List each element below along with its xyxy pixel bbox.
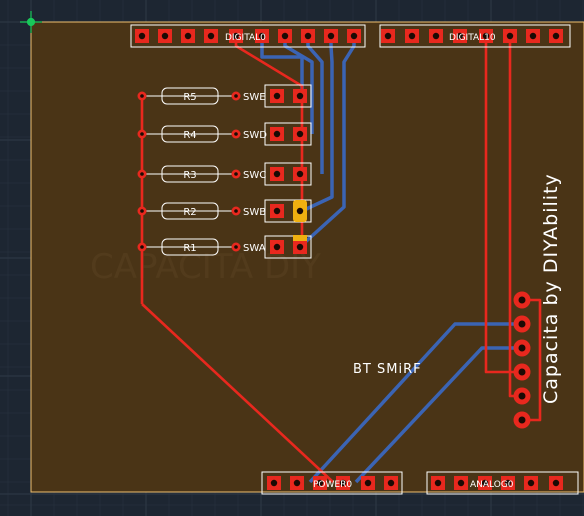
digital-right-pad[interactable] — [526, 29, 540, 43]
power-pad[interactable] — [336, 476, 350, 490]
board-outline[interactable] — [30, 21, 584, 493]
digital-left-pad[interactable] — [347, 29, 361, 43]
analog-pad[interactable] — [478, 476, 492, 490]
switch-pad[interactable] — [293, 89, 307, 103]
ghost-silkscreen-text: CAPACITA DIY — [90, 247, 321, 287]
resistor-label: R1 — [183, 243, 196, 254]
power-header-label: POWER0 — [313, 480, 352, 490]
power-pad[interactable] — [290, 476, 304, 490]
digital-left-header-label: DIGITAL0 — [225, 33, 266, 43]
resistor-body — [161, 165, 219, 183]
resistor[interactable]: R1 SWA — [137, 238, 266, 256]
bt-smirf-pad[interactable] — [513, 363, 531, 381]
analog-pad[interactable] — [431, 476, 445, 490]
switch-connector[interactable] — [264, 162, 312, 186]
switch-label: SWD — [243, 130, 267, 141]
digital-right-pad[interactable] — [429, 29, 443, 43]
crosshair-icon — [20, 11, 42, 33]
analog-pad[interactable] — [549, 476, 563, 490]
power-pad[interactable] — [267, 476, 281, 490]
bt-smirf-pad[interactable] — [513, 315, 531, 333]
digital-left-pad[interactable] — [324, 29, 338, 43]
bt-smirf-pad[interactable] — [513, 291, 531, 309]
digital-right-pad[interactable] — [381, 29, 395, 43]
digital-right-header-outline[interactable] — [379, 24, 571, 48]
resistor-body — [161, 125, 219, 143]
switch-label: SWC — [243, 170, 266, 181]
analog-pad[interactable] — [524, 476, 538, 490]
resistor[interactable]: R5 SWE — [137, 87, 266, 105]
resistor-body — [161, 202, 219, 220]
digital-left-pad[interactable] — [255, 29, 269, 43]
selected-pad-highlight — [293, 235, 307, 241]
digital-right-header-label: DIGITAL10 — [449, 33, 496, 43]
digital-left-pad[interactable] — [158, 29, 172, 43]
digital-right-pad[interactable] — [479, 29, 493, 43]
analog-pad[interactable] — [454, 476, 468, 490]
switch-connector[interactable] — [264, 84, 312, 108]
switch-pad[interactable] — [270, 204, 284, 218]
digital-right-pad[interactable] — [549, 29, 563, 43]
switch-label: SWB — [243, 207, 266, 218]
switch-pad[interactable] — [270, 240, 284, 254]
resistor-label: R5 — [183, 92, 196, 103]
resistor-body — [161, 238, 219, 256]
digital-left-pad[interactable] — [278, 29, 292, 43]
power-header-outline[interactable] — [261, 471, 403, 495]
switch-connector[interactable] — [264, 199, 312, 223]
board-title: Capacita by DIYAbility — [540, 173, 562, 404]
digital-left-pad[interactable] — [229, 29, 243, 43]
switch-label: SWA — [243, 243, 266, 254]
switch-label: SWE — [243, 92, 266, 103]
analog-pad[interactable] — [501, 476, 515, 490]
switch-pad[interactable] — [270, 89, 284, 103]
bt-smirf-pad[interactable] — [513, 411, 531, 429]
resistor[interactable]: R4 SWD — [137, 125, 268, 143]
switch-connectors — [264, 84, 312, 259]
resistor-body — [161, 87, 219, 105]
power-pad[interactable] — [384, 476, 398, 490]
digital-right-pad[interactable] — [453, 29, 467, 43]
resistor[interactable]: R3 SWC — [137, 165, 267, 183]
switch-pad[interactable] — [270, 167, 284, 181]
switch-pad[interactable] — [293, 127, 307, 141]
switch-pad[interactable] — [270, 127, 284, 141]
bt-smirf-pad[interactable] — [513, 387, 531, 405]
power-pad[interactable] — [361, 476, 375, 490]
switch-pad[interactable] — [293, 240, 307, 254]
digital-left-header-outline[interactable] — [130, 24, 366, 48]
bt-smirf-pad[interactable] — [513, 339, 531, 357]
digital-left-pad[interactable] — [181, 29, 195, 43]
resistor-network: R5 SWE R4 SWD R3 SWC R2 SWB R1 SWA — [137, 87, 268, 256]
resistor-label: R2 — [183, 207, 196, 218]
switch-connector[interactable] — [264, 235, 312, 259]
bt-smirf-pads — [513, 291, 531, 429]
switch-connector[interactable] — [264, 122, 312, 146]
resistor[interactable]: R2 SWB — [137, 202, 267, 220]
resistor-label: R3 — [183, 170, 196, 181]
resistor-label: R4 — [183, 130, 196, 141]
analog-header-outline[interactable] — [426, 471, 579, 495]
digital-right-pad[interactable] — [405, 29, 419, 43]
digital-left-pad[interactable] — [301, 29, 315, 43]
power-pad[interactable] — [313, 476, 327, 490]
digital-right-pad[interactable] — [503, 29, 517, 43]
digital-left-pad[interactable] — [135, 29, 149, 43]
digital-left-pad[interactable] — [204, 29, 218, 43]
bt-smirf-label: BT SMiRF — [353, 362, 422, 377]
header-pads — [135, 29, 563, 490]
switch-pad[interactable] — [293, 167, 307, 181]
analog-header-label: ANALOG0 — [470, 480, 514, 490]
